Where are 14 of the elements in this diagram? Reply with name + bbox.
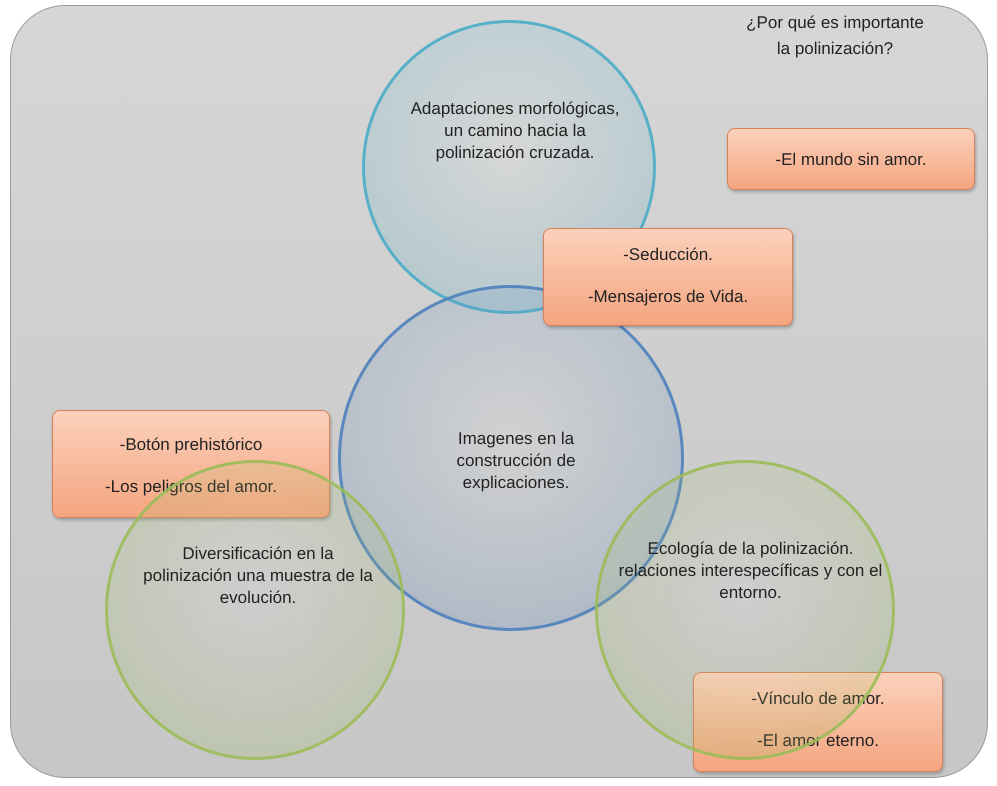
note-text: -Seducción. (622, 245, 714, 265)
circle-text: Adaptaciones morfológicas, un camino hacia la polinización cruzada. (410, 98, 620, 164)
question-heading: ¿Por qué es importante la polinización? (745, 12, 925, 60)
circle-text: Imagenes en la construcción de explicaciones. (455, 428, 577, 494)
circle-text: Diversificación en la polinización una muestra de la evolución. (142, 543, 374, 610)
note-text: -Los peligros del amor. (104, 477, 278, 497)
note-text: -El mundo sin amor. (774, 150, 928, 170)
note-text: -Vínculo de amor. (750, 689, 886, 709)
note-text: -Mensajeros de Vida. (586, 287, 750, 307)
note-box (52, 410, 330, 518)
note-text: -El amor eterno. (756, 731, 880, 751)
note-box (693, 672, 943, 772)
note-text: -Botón prehistórico (118, 435, 264, 455)
note-box (543, 228, 793, 326)
